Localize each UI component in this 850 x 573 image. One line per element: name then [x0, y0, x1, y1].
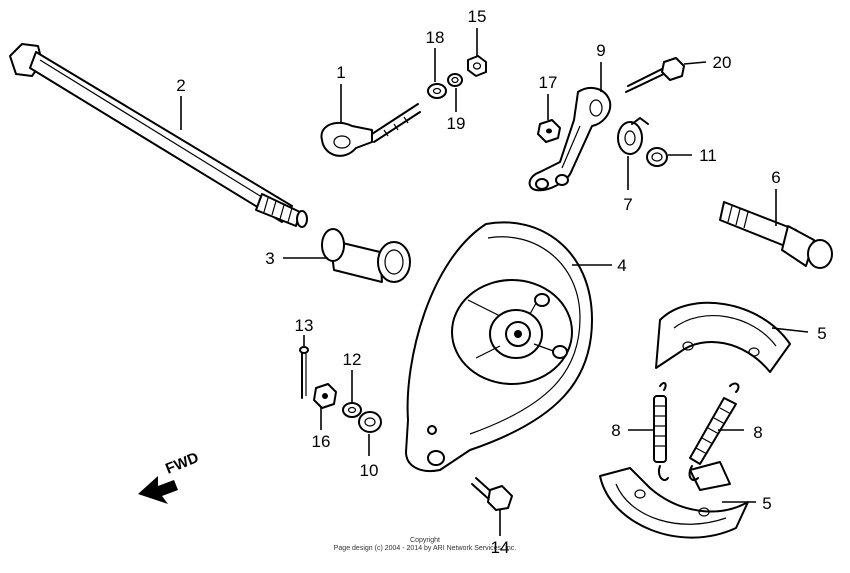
- brake-shoe-spring-left[interactable]: [653, 382, 669, 482]
- callout-10: 10: [360, 461, 379, 480]
- callout-5a: 5: [817, 324, 826, 343]
- washer-18[interactable]: [427, 83, 447, 99]
- callout-16: 16: [312, 432, 331, 451]
- washer-10[interactable]: [358, 411, 382, 433]
- callout-11: 11: [699, 146, 717, 165]
- copyright-line-2: Page design (c) 2004 - 2014 by ARI Netwo…: [333, 545, 517, 552]
- seal-11[interactable]: [646, 147, 668, 167]
- bolt-14[interactable]: [471, 477, 513, 511]
- brake-shoe-lower[interactable]: [599, 461, 749, 539]
- fwd-label: FWD: [163, 449, 201, 478]
- castle-nut[interactable]: [313, 383, 337, 409]
- cotter-pin[interactable]: [299, 346, 309, 399]
- brake-shoe-spring-right[interactable]: [688, 382, 740, 482]
- callout-7: 7: [623, 195, 632, 214]
- copyright-line-1: Copyright: [410, 537, 440, 544]
- washer-12[interactable]: [342, 402, 362, 418]
- rear-axle[interactable]: [9, 43, 308, 228]
- callout-4: 4: [617, 256, 626, 275]
- axle-spacer-collar[interactable]: [321, 228, 411, 283]
- forward-direction-arrow: FWD: [138, 449, 201, 504]
- callout-20: 20: [713, 53, 732, 72]
- callout-5b: 5: [762, 494, 771, 513]
- brake-shoe-upper[interactable]: [655, 301, 791, 373]
- bolt-20[interactable]: [625, 57, 685, 93]
- chain-adjuster[interactable]: [320, 103, 421, 157]
- callout-9: 9: [596, 41, 605, 60]
- washer-19[interactable]: [447, 73, 463, 87]
- callout-8a: 8: [611, 421, 620, 440]
- callout-18: 18: [426, 28, 445, 47]
- brake-cam[interactable]: [719, 201, 833, 269]
- brake-arm[interactable]: [528, 86, 612, 192]
- callout-12: 12: [343, 350, 362, 369]
- callout-8b: 8: [753, 423, 762, 442]
- callout-13: 13: [295, 316, 314, 335]
- wear-indicator-plate[interactable]: [617, 117, 649, 155]
- callout-numbers: 1 2 3 4 5 5 6 7 8 8 9 10 11 12 13 14 15 …: [176, 7, 826, 557]
- callout-1: 1: [336, 63, 345, 82]
- callout-14: 14: [491, 538, 510, 557]
- callout-17: 17: [539, 73, 558, 92]
- brake-panel[interactable]: [405, 221, 593, 472]
- nut-15[interactable]: [467, 55, 487, 77]
- leader-lines: [180, 28, 809, 536]
- callout-2: 2: [176, 76, 185, 95]
- callout-3: 3: [265, 249, 274, 268]
- nut-17[interactable]: [537, 119, 561, 143]
- callout-19: 19: [447, 114, 466, 133]
- callout-6: 6: [771, 168, 780, 187]
- callout-15: 15: [468, 7, 487, 26]
